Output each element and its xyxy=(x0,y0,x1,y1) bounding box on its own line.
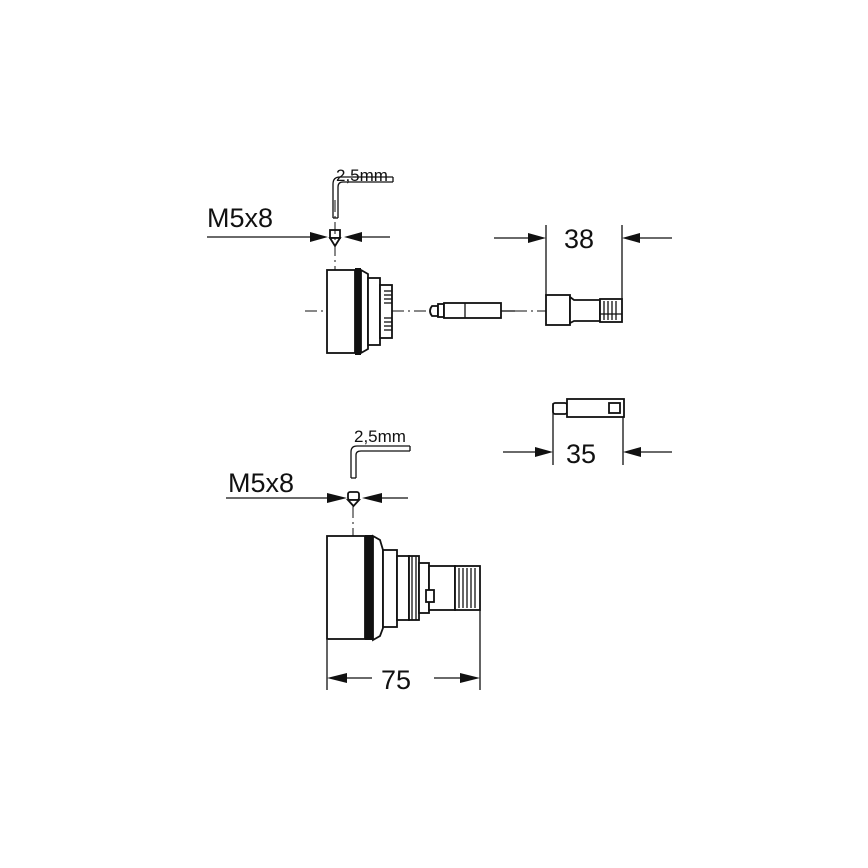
hex-key-icon xyxy=(350,445,411,479)
spline-icon xyxy=(600,301,622,320)
extension-short-dimension-label: 35 xyxy=(566,439,596,469)
hex-key-size-label: 2,5mm xyxy=(354,427,406,446)
upper-assembly: 2,5mm M5x8 xyxy=(207,166,515,355)
spline-icon xyxy=(458,568,476,608)
cartridge-body-upper xyxy=(326,268,393,355)
extension-short: 35 xyxy=(503,398,672,469)
hex-key-size-label: 2,5mm xyxy=(336,166,388,185)
lower-assembly: 2,5mm M5x8 xyxy=(226,427,481,695)
set-screw-icon xyxy=(345,491,362,508)
thread-size-label: M5x8 xyxy=(228,468,294,498)
overall-length-dimension-label: 75 xyxy=(381,665,411,695)
spindle-pin xyxy=(429,302,502,319)
thread-size-label: M5x8 xyxy=(207,203,273,233)
extension-long-dimension-label: 38 xyxy=(564,224,594,254)
hex-key-icon xyxy=(332,176,394,219)
spline-icon xyxy=(384,290,392,331)
cartridge-body-lower xyxy=(326,534,481,642)
extension-long: 38 xyxy=(494,224,672,326)
